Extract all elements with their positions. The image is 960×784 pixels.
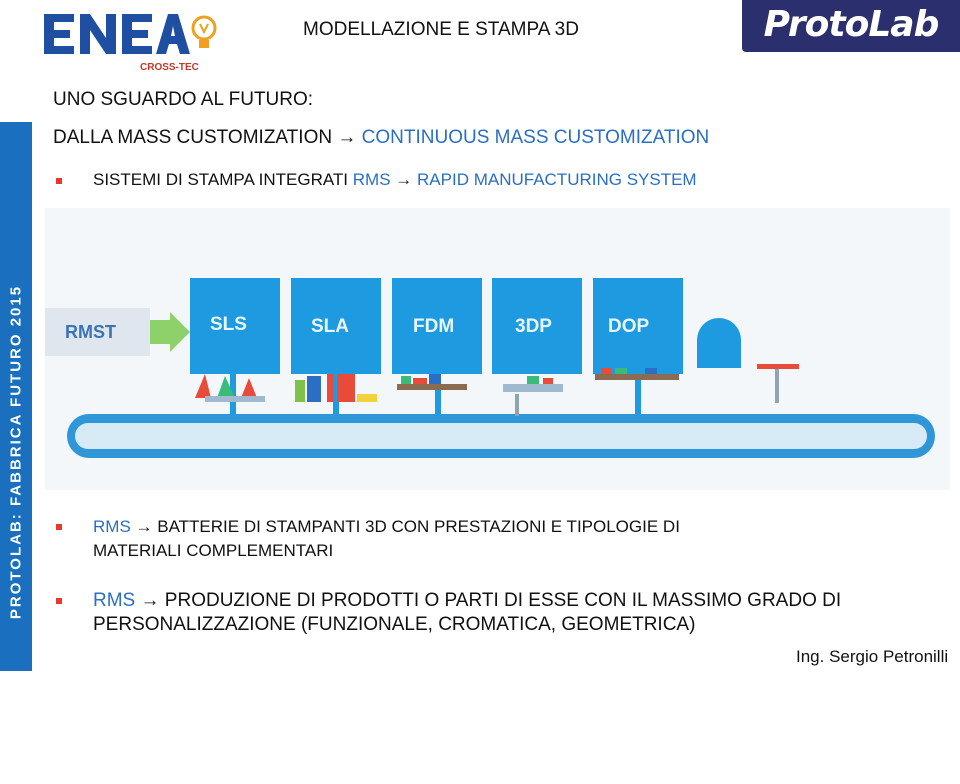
side-band-text: PROTOLAB: FABBRICA FUTURO 2015 bbox=[7, 284, 25, 620]
sls-label: SLS bbox=[210, 314, 247, 335]
page-title: MODELLAZIONE E STAMPA 3D bbox=[303, 19, 579, 40]
arrow-icon: → bbox=[135, 517, 158, 536]
bullet-rms-production-line1: RMS → PRODUZIONE DI PRODOTTI O PARTI DI … bbox=[93, 590, 841, 612]
bullet-rms-systems-left: SISTEMI DI STAMPA INTEGRATI bbox=[93, 170, 349, 189]
crosstec-label: CROSS-TEC bbox=[140, 62, 199, 73]
3dp-label: 3DP bbox=[515, 316, 552, 337]
arrow-icon: → bbox=[140, 590, 165, 611]
page-number: 16 bbox=[9, 772, 23, 784]
bullet-rms-batteries-line1: RMS → BATTERIE DI STAMPANTI 3D CON PREST… bbox=[93, 517, 680, 537]
rms-illustration: RMST SLS SLA FDM bbox=[45, 208, 950, 490]
bullet-rms-systems: SISTEMI DI STAMPA INTEGRATI RMS → RAPID … bbox=[93, 170, 697, 190]
bullet-rms-batteries-rms: RMS bbox=[93, 517, 131, 536]
bullet-icon bbox=[56, 598, 62, 604]
machine-sla: SLA bbox=[291, 278, 381, 414]
bullet-rms-batteries-line2: MATERIALI COMPLEMENTARI bbox=[93, 541, 334, 560]
protolab-logo: ProtoLab bbox=[742, 0, 960, 52]
bullet-rms-systems-rms: RMS bbox=[352, 170, 391, 189]
fdm-label: FDM bbox=[413, 316, 454, 337]
enea-logo bbox=[44, 6, 219, 67]
side-band: PROTOLAB: FABBRICA FUTURO 2015 16 bbox=[0, 122, 32, 784]
machine-dop: DOP bbox=[593, 278, 683, 414]
heading-future: UNO SGUARDO AL FUTURO: bbox=[53, 89, 314, 110]
machine-3dp: 3DP bbox=[492, 278, 582, 416]
bullet-rms-production-line2: PERSONALIZZAZIONE (FUNZIONALE, CROMATICA… bbox=[93, 614, 696, 635]
bullet-icon bbox=[56, 524, 62, 530]
rmst-box bbox=[45, 308, 150, 356]
dome-unit bbox=[697, 318, 741, 368]
sla-label: SLA bbox=[311, 316, 349, 337]
bullet-rms-production-rms: RMS bbox=[93, 590, 136, 611]
dop-label: DOP bbox=[608, 316, 650, 337]
bullet-icon bbox=[56, 178, 62, 184]
arrow-icon: → bbox=[337, 127, 362, 148]
arrow-icon bbox=[150, 312, 190, 352]
author-footer: Ing. Sergio Petronilli bbox=[796, 647, 949, 666]
arrow-icon: → bbox=[395, 170, 418, 189]
bullet-rms-production-text: PRODUZIONE DI PRODOTTI O PARTI DI ESSE C… bbox=[164, 590, 842, 611]
bullet-rms-systems-right: RAPID MANUFACTURING SYSTEM bbox=[417, 170, 697, 189]
machine-fdm: FDM bbox=[392, 278, 482, 414]
heading-mass-customization-right: CONTINUOUS MASS CUSTOMIZATION bbox=[361, 127, 710, 148]
heading-mass-customization: DALLA MASS CUSTOMIZATION → CONTINUOUS MA… bbox=[53, 127, 709, 149]
bullet-rms-batteries-text: BATTERIE DI STAMPANTI 3D CON PRESTAZIONI… bbox=[157, 517, 680, 536]
machine-sls: SLS bbox=[190, 278, 280, 414]
heading-mass-customization-left: DALLA MASS CUSTOMIZATION bbox=[53, 127, 333, 148]
protolab-logo-text: ProtoLab bbox=[763, 4, 940, 45]
end-stand bbox=[757, 364, 799, 369]
rmst-label: RMST bbox=[65, 322, 116, 342]
